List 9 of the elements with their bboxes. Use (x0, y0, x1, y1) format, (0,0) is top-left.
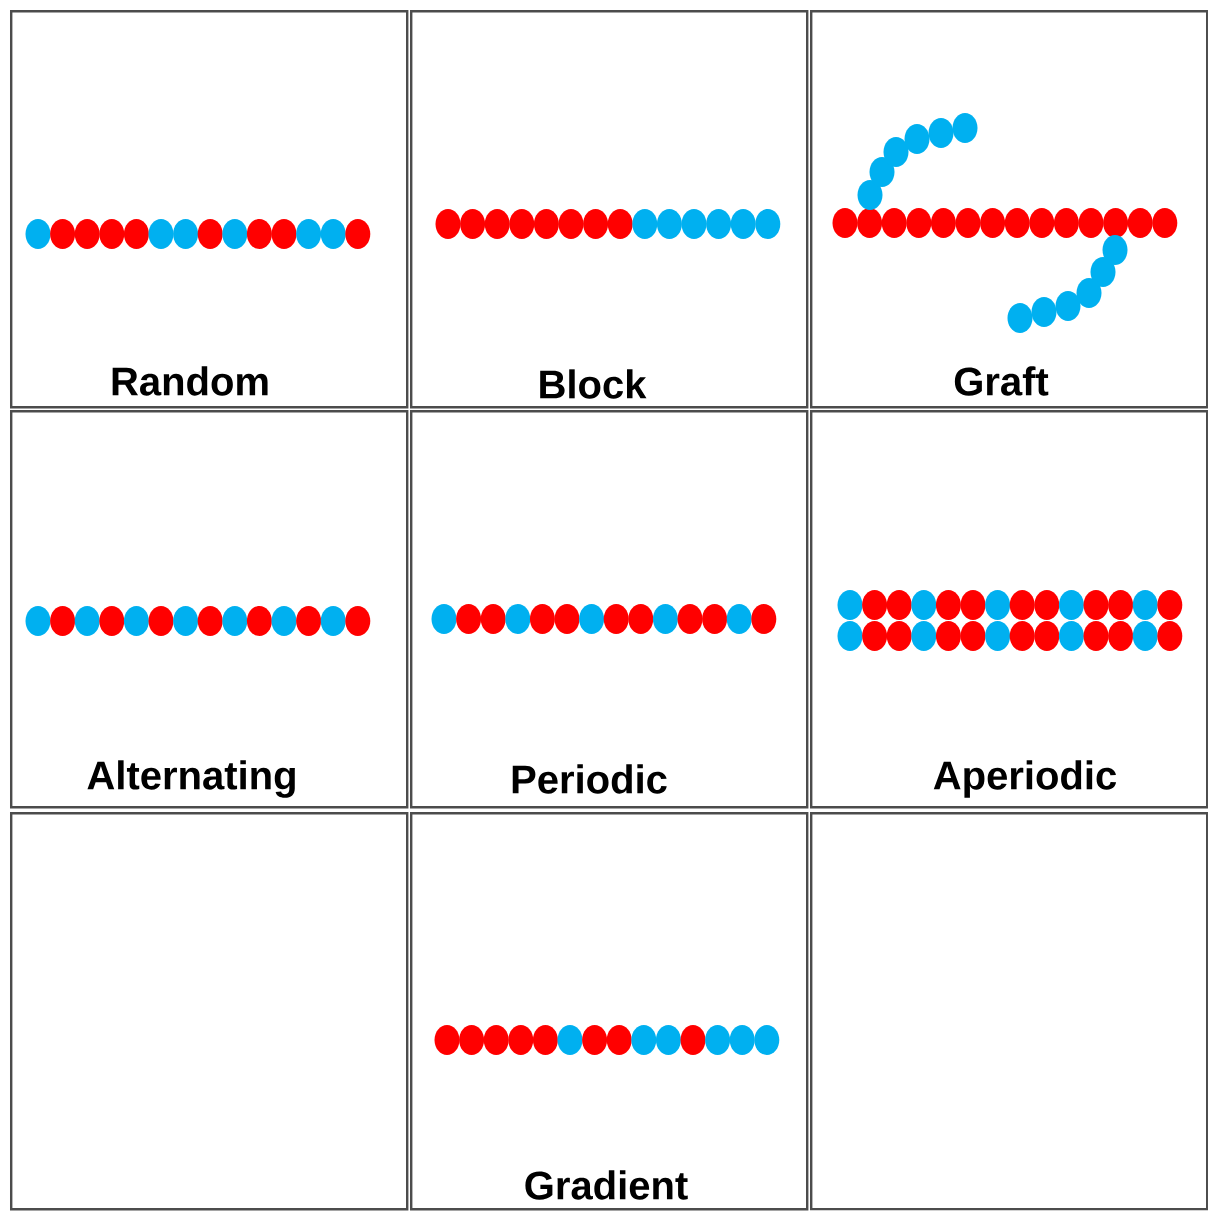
empty-cell (810, 812, 1208, 1211)
cell-box: Alternating (10, 410, 409, 809)
cell-box: Random (10, 10, 409, 409)
cell-box: Periodic (410, 410, 809, 809)
cell-box: Gradient (410, 812, 809, 1211)
empty-cell (10, 812, 409, 1211)
cell-box: Aperiodic (810, 410, 1208, 809)
cell-box: Block (410, 10, 809, 409)
cell-box: Graft (810, 10, 1208, 409)
